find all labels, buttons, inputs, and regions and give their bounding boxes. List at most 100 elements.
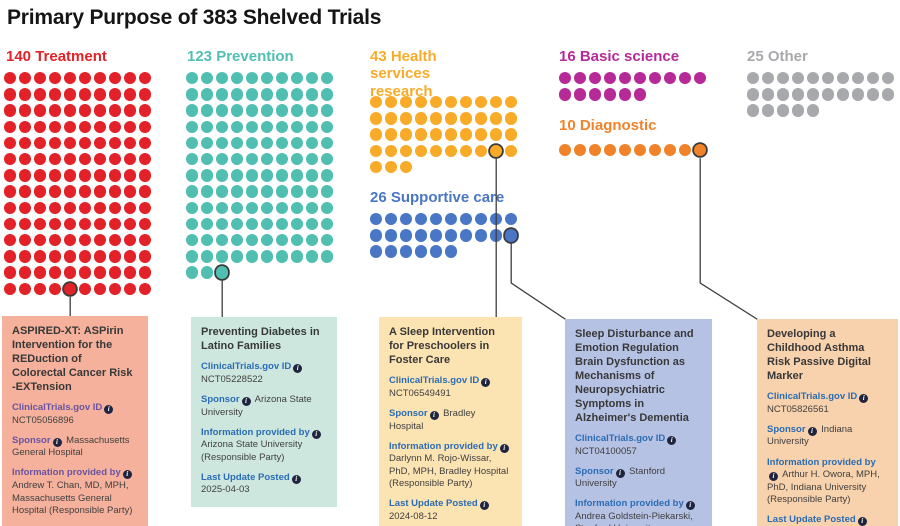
trial-dot-treatment — [64, 234, 77, 247]
trial-dot-prevention — [261, 234, 274, 247]
trial-dot-treatment — [94, 234, 107, 247]
info-icon: i — [291, 474, 301, 484]
trial-dot-prevention — [291, 88, 304, 101]
info-icon: i — [241, 397, 251, 406]
trial-dot-prevention — [201, 72, 214, 85]
trial-dot-supportive-care — [430, 245, 443, 258]
trial-dot-other — [762, 104, 775, 117]
trial-card-title: ASPIRED-XT: ASPirin Intervention for the… — [12, 325, 133, 393]
trial-dot-supportive-care — [505, 213, 518, 226]
trial-dot-diagnostic — [604, 144, 617, 157]
trial-dot-supportive-care — [430, 213, 443, 226]
trial-card-title: Developing a Childhood Asthma Risk Passi… — [767, 328, 871, 382]
trial-dot-prevention — [291, 136, 304, 150]
trial-dot-prevention — [246, 169, 259, 182]
field-value-updated: 2024-08-12 — [389, 510, 438, 522]
trial-dot-prevention — [276, 250, 289, 263]
field-value-provider: Andrea Goldstein-Piekarski, Stanford Uni… — [575, 510, 693, 526]
trial-dot-treatment — [49, 104, 62, 117]
trial-dot-treatment — [94, 201, 107, 214]
trial-dot-supportive-care — [460, 229, 473, 242]
trial-dot-basic-science — [604, 72, 617, 85]
trial-dot-treatment — [94, 104, 107, 117]
trial-dot-treatment — [79, 169, 92, 182]
trial-dot-prevention — [246, 234, 259, 247]
field-label-id: ClinicalTrials.gov ID — [389, 375, 480, 387]
trial-dot-prevention — [291, 120, 304, 133]
trial-dot-prevention — [216, 250, 229, 263]
trial-dot-prevention — [186, 169, 199, 182]
trial-dot-other — [762, 88, 775, 101]
trial-dot-prevention — [216, 72, 229, 85]
trial-dot-health-services-research — [400, 128, 413, 141]
field-label-updated: Last Update Posted — [389, 498, 478, 510]
trial-dot-prevention — [231, 136, 244, 150]
info-icon: i — [122, 470, 132, 480]
trial-dot-prevention — [321, 234, 334, 247]
trial-dot-other — [822, 72, 835, 85]
trial-dot-supportive-care — [385, 213, 398, 226]
trial-dot-health-services-research — [385, 160, 398, 174]
trial-dot-treatment — [4, 234, 17, 247]
trial-dot-health-services-research — [400, 96, 413, 109]
trial-dot-supportive-care — [400, 229, 413, 242]
trial-dot-prevention — [276, 169, 289, 182]
trial-dot-treatment — [4, 136, 17, 150]
trial-dot-treatment — [124, 169, 137, 182]
info-icon: i — [429, 410, 439, 420]
trial-dot-basic-science — [574, 72, 587, 85]
trial-dot-treatment — [34, 185, 47, 198]
info-icon: i — [859, 394, 869, 404]
trial-dot-treatment — [4, 88, 17, 101]
trial-dot-prevention — [261, 104, 274, 117]
trial-dot-treatment — [19, 185, 32, 198]
trial-dot-supportive-care — [370, 213, 383, 226]
trial-dot-treatment — [109, 282, 122, 295]
field-label-updated: Last Update Posted — [767, 514, 856, 526]
trial-dot-supportive-care — [490, 213, 503, 226]
category-label-other: 25 Other — [747, 48, 808, 65]
trial-dot-treatment — [4, 282, 17, 295]
trial-dot-treatment — [64, 88, 77, 101]
trial-dot-health-services-research — [370, 144, 383, 157]
trial-dot-treatment — [34, 88, 47, 101]
trial-dot-basic-science — [559, 72, 572, 85]
trial-dot-treatment — [19, 88, 32, 101]
trial-dot-prevention — [306, 88, 319, 101]
trial-dot-prevention — [306, 234, 319, 247]
info-icon: i — [104, 405, 114, 415]
trial-dot-prevention — [216, 169, 229, 182]
trial-dot-prevention — [261, 185, 274, 198]
trial-dot-other — [792, 88, 805, 101]
trial-dot-treatment — [19, 120, 32, 133]
trial-dot-treatment — [4, 250, 17, 263]
trial-dot-prevention — [291, 153, 304, 166]
trial-dot-prevention — [186, 104, 199, 117]
category-label-health-services-research: 43 Health services research — [370, 48, 437, 100]
trial-dot-health-services-research — [445, 144, 458, 157]
trial-dot-health-services-research — [475, 112, 488, 125]
field-value-id: NCT04100057 — [575, 445, 637, 457]
trial-dot-health-services-research — [460, 144, 473, 157]
trial-dot-diagnostic — [649, 144, 662, 157]
trial-dot-supportive-care — [445, 245, 458, 258]
trial-dot-treatment — [49, 72, 62, 85]
trial-dot-diagnostic — [619, 144, 632, 157]
field-label-provider: Information provided by — [12, 467, 121, 479]
trial-dot-prevention — [291, 169, 304, 182]
trial-dot-basic-science — [559, 88, 572, 101]
trial-dot-health-services-research — [370, 112, 383, 125]
trial-dot-prevention — [186, 234, 199, 247]
trial-dot-basic-science — [574, 88, 587, 101]
trial-dot-supportive-care — [415, 245, 428, 258]
highlighted-trial-dot-health-services-research — [490, 144, 503, 157]
trial-dot-prevention — [276, 201, 289, 214]
trial-dot-prevention — [201, 266, 214, 279]
trial-dot-basic-science — [619, 88, 632, 101]
trial-card-title: Preventing Diabetes in Latino Families — [201, 326, 320, 352]
trial-dot-treatment — [49, 234, 62, 247]
trial-dot-health-services-research — [370, 128, 383, 141]
trial-dot-prevention — [231, 72, 244, 85]
